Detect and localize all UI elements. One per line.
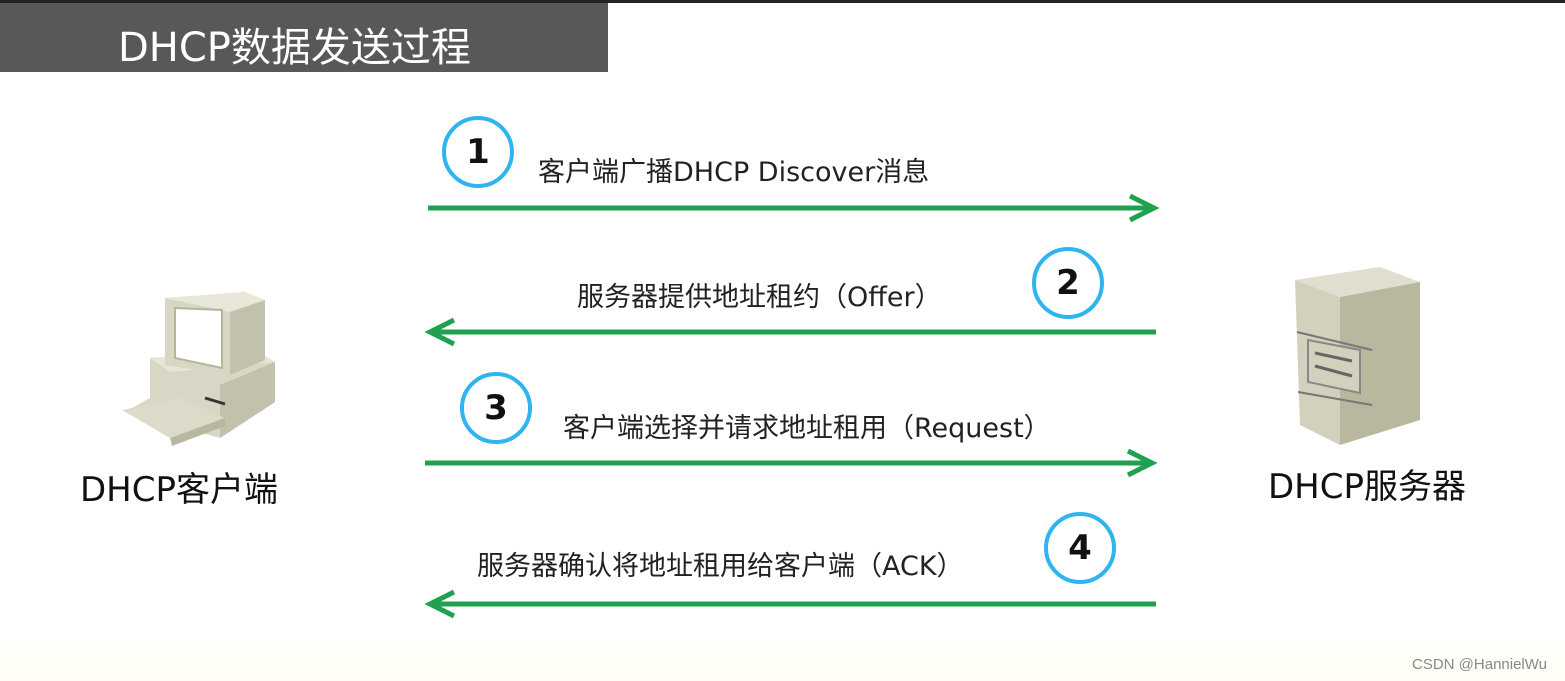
top-border [0, 0, 1565, 3]
server-label: DHCP服务器 [1268, 467, 1466, 507]
server-tower-icon [1295, 267, 1420, 445]
step-1-label: 客户端广播DHCP Discover消息 [538, 157, 930, 188]
watermark: CSDN @HannielWu [1412, 656, 1547, 673]
step-3-number-badge: 3 [460, 372, 532, 444]
step-1-number-badge: 1 [442, 116, 514, 188]
arrow-step-1 [428, 193, 1160, 223]
client-label: DHCP客户端 [80, 470, 278, 510]
step-3-label: 客户端选择并请求地址租用（Request） [563, 413, 1051, 444]
step-2-number-badge: 2 [1032, 247, 1104, 319]
desktop-computer-icon [122, 292, 275, 446]
bottom-background [0, 630, 1565, 681]
step-2-label: 服务器提供地址租约（Offer） [577, 282, 942, 313]
step-4-label: 服务器确认将地址租用给客户端（ACK） [477, 551, 964, 582]
arrow-step-4 [424, 589, 1156, 619]
arrow-step-2 [424, 317, 1156, 347]
page-title: DHCP数据发送过程 [118, 25, 471, 71]
title-bar: DHCP数据发送过程 [0, 3, 608, 72]
arrow-step-3 [425, 448, 1158, 478]
step-4-number-badge: 4 [1044, 512, 1116, 584]
